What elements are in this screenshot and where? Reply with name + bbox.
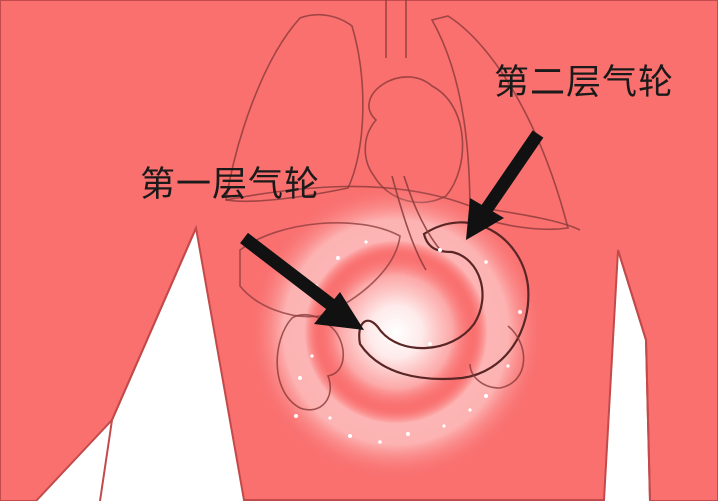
second-layer-label: 第二层气轮 — [494, 66, 674, 101]
first-layer-label: 第一层气轮 — [140, 168, 320, 203]
